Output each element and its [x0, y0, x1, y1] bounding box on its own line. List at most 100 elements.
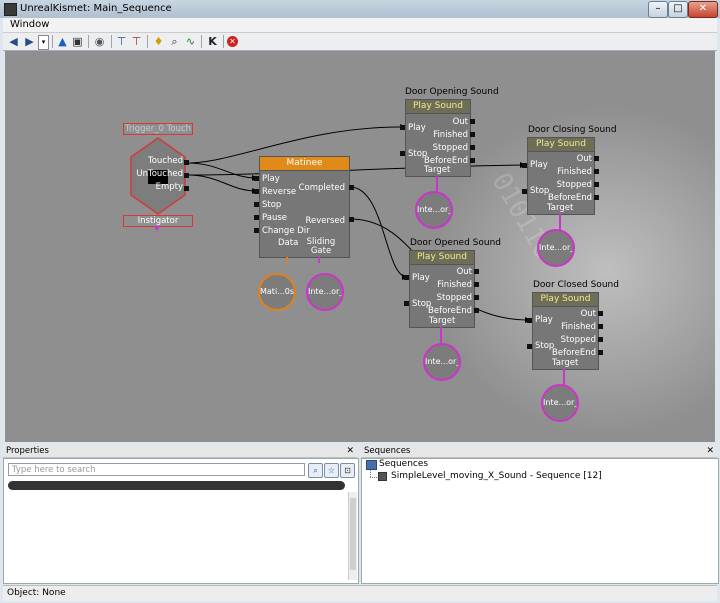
door-opened-out-finished: Finished: [437, 280, 472, 290]
door-closing-target-link: [559, 214, 561, 230]
door-closed-port[interactable]: [598, 311, 603, 316]
show-all-icon[interactable]: ⊤: [131, 35, 142, 48]
door-opened-port[interactable]: [404, 301, 409, 306]
door-opening-port[interactable]: [470, 145, 475, 150]
forward-icon[interactable]: ▶: [25, 35, 34, 48]
trigger-port[interactable]: [184, 173, 189, 178]
door-opened-port[interactable]: [404, 275, 409, 280]
matinee-port[interactable]: [254, 215, 259, 220]
menu-window[interactable]: Window: [10, 19, 50, 30]
door-closing-in-stop: Stop: [530, 186, 550, 196]
door-opening-in-play: Play: [408, 123, 426, 133]
door-closing-port[interactable]: [594, 182, 599, 187]
door-closed-port[interactable]: [598, 324, 603, 329]
sequence-item[interactable]: SimpleLevel_moving_X_Sound - Sequence [1…: [391, 471, 602, 481]
maximize-button[interactable]: □: [668, 1, 688, 18]
door-closed-in-stop: Stop: [535, 341, 555, 351]
search-icon[interactable]: ♦: [153, 35, 164, 48]
trigger-hexagon[interactable]: [130, 137, 186, 215]
sequence-folder-icon: [366, 460, 377, 470]
door-opening-title: Door Opening Sound: [405, 87, 499, 97]
door-opening-port[interactable]: [470, 119, 475, 124]
door-closing-port[interactable]: [594, 195, 599, 200]
door-opening-port[interactable]: [400, 151, 405, 156]
zoom-icon[interactable]: ⌕: [171, 35, 178, 48]
sequences-header: Sequences ✕: [361, 445, 717, 458]
door-closed-node[interactable]: Play Sound Play Stop Out Finished Stoppe…: [532, 292, 599, 370]
door-closed-type: Play Sound: [533, 293, 598, 307]
door-opening-port[interactable]: [400, 125, 405, 130]
clear-icon[interactable]: ✕: [227, 36, 238, 47]
door-closing-node[interactable]: Play Sound Play Stop Out Finished Stoppe…: [527, 137, 595, 215]
hide-unused-icon[interactable]: ⊤: [116, 35, 127, 48]
kismet-sequence-icon[interactable]: K: [208, 35, 217, 48]
close-icon[interactable]: ✕: [706, 446, 714, 456]
matinee-out-reversed: Reversed: [305, 216, 345, 226]
door-closed-var[interactable]: Inte...or_0: [541, 384, 579, 422]
door-opened-var[interactable]: Inte...or_0: [423, 343, 461, 381]
matinee-port[interactable]: [254, 202, 259, 207]
matinee-in-reverse: Reverse: [262, 187, 297, 197]
sequences-title: Sequences: [364, 446, 411, 456]
lock-icon[interactable]: ⊡: [340, 463, 355, 478]
parent-sequence-icon[interactable]: ▲: [58, 35, 67, 48]
door-opened-out-stopped: Stopped: [436, 293, 472, 303]
door-opened-target-link: [440, 327, 442, 343]
matinee-port[interactable]: [254, 189, 259, 194]
trigger-title: Trigger_0 Touch: [123, 123, 193, 135]
back-icon[interactable]: ◀: [9, 35, 18, 48]
toolbar-separator: [88, 35, 89, 48]
door-closing-port[interactable]: [522, 189, 527, 194]
door-closed-port[interactable]: [527, 344, 532, 349]
door-closed-target: Target: [552, 358, 579, 368]
sequences-panel: [361, 458, 719, 584]
door-opened-port[interactable]: [474, 269, 479, 274]
door-closing-type: Play Sound: [528, 138, 594, 152]
sequences-root[interactable]: Sequences: [379, 459, 429, 469]
door-opened-port[interactable]: [474, 308, 479, 313]
matinee-port[interactable]: [349, 185, 354, 190]
door-opening-port[interactable]: [470, 132, 475, 137]
door-opened-in-stop: Stop: [412, 299, 432, 309]
door-closing-var[interactable]: Inte...or_0: [537, 229, 575, 267]
door-opened-port[interactable]: [474, 295, 479, 300]
history-dropdown-icon[interactable]: ▾: [38, 35, 49, 50]
door-opening-node[interactable]: Play Sound Play Stop Out Finished Stoppe…: [405, 99, 471, 177]
door-opening-port[interactable]: [470, 158, 475, 163]
door-opening-var[interactable]: Inte...or_0: [415, 191, 453, 229]
sliding-gate-var[interactable]: Inte...or_0: [306, 273, 344, 311]
kismet-canvas[interactable]: 010110 Trigger_0 Touch: [5, 51, 715, 442]
matinee-data-var[interactable]: Mati...0s: [258, 273, 296, 311]
toggle-wires-icon[interactable]: ∿: [185, 35, 196, 48]
close-button[interactable]: ✕: [688, 1, 718, 18]
matinee-title: Matinee: [260, 157, 349, 171]
instigator-port[interactable]: [154, 226, 160, 231]
matinee-port[interactable]: [254, 228, 259, 233]
door-closing-out-stopped: Stopped: [556, 180, 592, 190]
door-closing-port[interactable]: [594, 169, 599, 174]
door-closing-port[interactable]: [594, 156, 599, 161]
scrollbar-thumb[interactable]: [350, 498, 356, 570]
matinee-port[interactable]: [349, 217, 354, 222]
door-opened-port[interactable]: [474, 282, 479, 287]
rename-sequence-icon[interactable]: ▣: [72, 35, 83, 48]
door-closing-out-finished: Finished: [557, 167, 592, 177]
matinee-node[interactable]: Matinee Play Reverse Stop Pause Change D…: [259, 156, 350, 258]
minimize-button[interactable]: –: [648, 1, 668, 18]
zoom-fit-icon[interactable]: ◉: [94, 35, 105, 48]
door-closing-port[interactable]: [522, 163, 527, 168]
toolbar-separator: [52, 35, 53, 48]
door-opened-node[interactable]: Play Sound Play Stop Out Finished Stoppe…: [409, 250, 475, 328]
search-icon[interactable]: ⌕: [308, 463, 323, 478]
trigger-port[interactable]: [184, 186, 189, 191]
favorites-icon[interactable]: ☆: [324, 463, 339, 478]
properties-search-input[interactable]: Type here to search: [8, 463, 305, 476]
trigger-port[interactable]: [184, 160, 189, 165]
properties-scrollbar[interactable]: [348, 492, 357, 580]
door-closed-port[interactable]: [527, 318, 532, 323]
close-icon[interactable]: ✕: [346, 446, 354, 456]
door-closed-port[interactable]: [598, 337, 603, 342]
matinee-port[interactable]: [254, 176, 259, 181]
door-opening-out-stopped: Stopped: [432, 143, 468, 153]
door-closed-port[interactable]: [598, 350, 603, 355]
